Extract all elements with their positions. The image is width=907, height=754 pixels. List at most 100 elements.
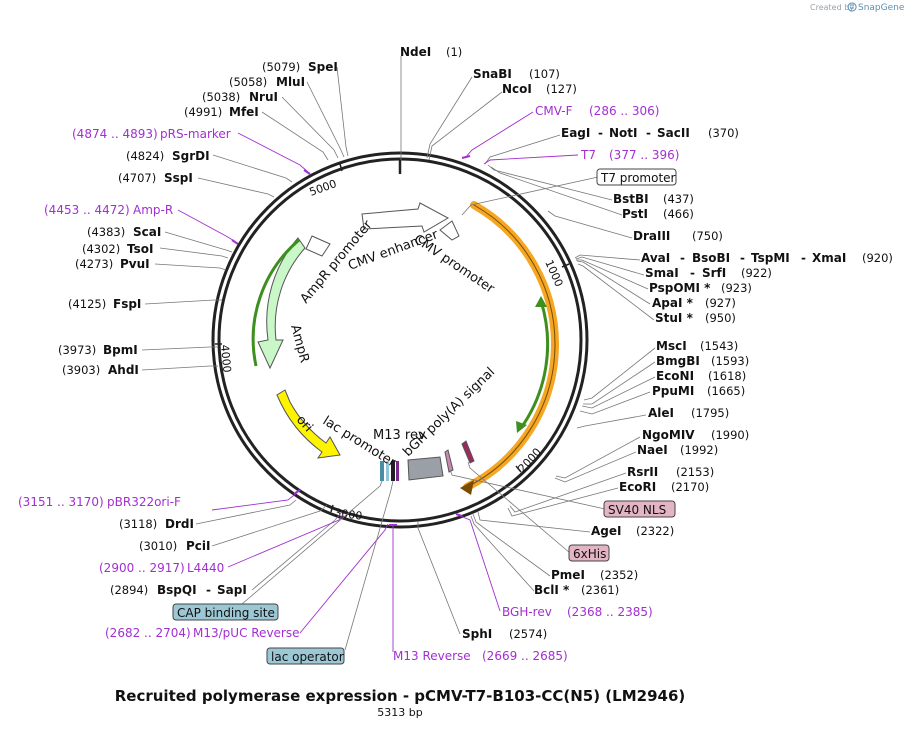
svg-text:(1618): (1618) [708, 369, 746, 383]
svg-text:SapI: SapI [217, 583, 247, 597]
site-eagi-noti-sacii: EagI - NotI - SacII (370) [561, 126, 739, 140]
svg-text:(950): (950) [705, 311, 736, 325]
svg-text:(923): (923) [721, 281, 752, 295]
svg-text:M13 Reverse: M13 Reverse [393, 649, 471, 663]
cmv-promoter-arrow [439, 220, 460, 241]
insert-subfeature-arc [519, 300, 550, 429]
site-stui: StuI * (950) [655, 311, 736, 325]
cmv-promoter-label: CMV promoter [411, 232, 498, 297]
svg-text:(4125): (4125) [68, 297, 106, 311]
site-snabi: SnaBI (107) [473, 67, 560, 81]
svg-text:6xHis: 6xHis [573, 547, 606, 561]
svg-text:(4874 .. 4893): (4874 .. 4893) [72, 127, 158, 141]
primer-amp-r: (4453 .. 4472) Amp-R [44, 203, 173, 217]
svg-text:(5058): (5058) [229, 75, 267, 89]
svg-text:NdeI: NdeI [400, 45, 431, 59]
ampr-promoter-arrow [305, 235, 331, 257]
svg-text:pRS-marker: pRS-marker [160, 127, 231, 141]
ori-arrow [276, 389, 341, 459]
svg-text:FspI: FspI [113, 297, 141, 311]
svg-text:DraIII: DraIII [633, 229, 670, 243]
svg-text:PpuMI: PpuMI [652, 384, 694, 398]
svg-text:lac operator: lac operator [271, 650, 344, 664]
svg-text:NruI: NruI [249, 90, 278, 104]
his6-box: 6xHis [568, 544, 610, 562]
svg-text:(2894): (2894) [110, 583, 148, 597]
svg-text:(2322): (2322) [636, 524, 674, 538]
primer-cmv-f: CMV-F (286 .. 306) [535, 104, 659, 118]
site-spei: (5079) SpeI [262, 60, 338, 74]
primer-m13-puc-reverse: (2682 .. 2704) M13/pUC Reverse [105, 626, 300, 640]
svg-text:BstBI: BstBI [613, 192, 649, 206]
lac-operator-box: lac operator [266, 647, 345, 665]
ampr-arrow [257, 237, 306, 370]
svg-text:-: - [740, 251, 745, 265]
svg-text:AvaI: AvaI [641, 251, 670, 265]
svg-text:(1665): (1665) [707, 384, 745, 398]
site-pvui: (4273) PvuI [75, 257, 150, 271]
site-ahdi: (3903) AhdI [62, 363, 139, 377]
insert-arc [463, 201, 559, 491]
svg-text:(1543): (1543) [700, 339, 738, 353]
svg-text:(4453 .. 4472): (4453 .. 4472) [44, 203, 130, 217]
svg-text:(1): (1) [446, 45, 462, 59]
insert-subfeature-arrow [516, 421, 527, 433]
insert-arc-core [466, 204, 556, 488]
sv40-nls-box: SV40 NLS [603, 500, 676, 518]
svg-text:(2574): (2574) [509, 627, 547, 641]
backbone [211, 151, 589, 529]
site-ppumi: PpuMI (1665) [652, 384, 745, 398]
svg-text:DrdI: DrdI [165, 517, 194, 531]
svg-text:(3151 .. 3170): (3151 .. 3170) [18, 495, 104, 509]
site-drdi: (3118) DrdI [119, 517, 194, 531]
site-pmei: PmeI (2352) [551, 568, 638, 582]
svg-text:EcoNI: EcoNI [656, 369, 694, 383]
svg-text:SpeI: SpeI [308, 60, 338, 74]
svg-text:BpmI: BpmI [103, 343, 138, 357]
svg-text:(2669 .. 2685): (2669 .. 2685) [482, 649, 568, 663]
svg-text:ScaI: ScaI [133, 225, 161, 239]
bgh-polya-label: bGH poly(A) signal [400, 365, 498, 460]
svg-text:(920): (920) [862, 251, 893, 265]
svg-text:XmaI: XmaI [812, 251, 846, 265]
svg-text:(2682 .. 2704): (2682 .. 2704) [105, 626, 191, 640]
insert-arrow-head [460, 480, 474, 495]
site-ncoi: NcoI (127) [502, 82, 577, 96]
site-agei: AgeI (2322) [591, 524, 674, 538]
enzyme-leaders [141, 56, 656, 635]
svg-text:-: - [801, 251, 806, 265]
svg-text:PciI: PciI [186, 539, 211, 553]
svg-text:pBR322ori-F: pBR322ori-F [107, 495, 181, 509]
lac-region-features [380, 461, 399, 481]
svg-text:3000: 3000 [334, 506, 364, 523]
svg-text:SspI: SspI [164, 171, 193, 185]
svg-text:(437): (437) [663, 192, 694, 206]
site-bstbi: BstBI (437) [613, 192, 694, 206]
svg-text:(286 .. 306): (286 .. 306) [589, 104, 659, 118]
svg-text:(466): (466) [663, 207, 694, 221]
svg-text:BspQI: BspQI [157, 583, 197, 597]
svg-text:T7: T7 [580, 148, 596, 162]
svg-text:M13/pUC Reverse: M13/pUC Reverse [193, 626, 300, 640]
svg-text:RsrII: RsrII [627, 465, 658, 479]
svg-text:-: - [690, 266, 695, 280]
site-msci: MscI (1543) [656, 339, 738, 353]
box-leaders [241, 176, 606, 651]
site-bcli: BclI * (2361) [534, 583, 619, 597]
map-size: 5313 bp [377, 706, 422, 719]
svg-text:BclI *: BclI * [534, 583, 570, 597]
svg-text:(2900 .. 2917): (2900 .. 2917) [99, 561, 185, 575]
site-mlui: (5058) MluI [229, 75, 305, 89]
svg-text:(3973): (3973) [58, 343, 96, 357]
svg-text:(2170): (2170) [671, 480, 709, 494]
svg-text:AgeI: AgeI [591, 524, 621, 538]
svg-text:-: - [680, 251, 685, 265]
svg-text:4000: 4000 [218, 344, 233, 373]
sv40-nls-mark [444, 449, 454, 473]
svg-text:PvuI: PvuI [120, 257, 150, 271]
ampr-green-arc [251, 238, 300, 367]
svg-text:-: - [646, 126, 651, 140]
svg-text:(4824): (4824) [126, 149, 164, 163]
site-pcii: (3010) PciI [139, 539, 211, 553]
svg-text:SmaI: SmaI [645, 266, 679, 280]
